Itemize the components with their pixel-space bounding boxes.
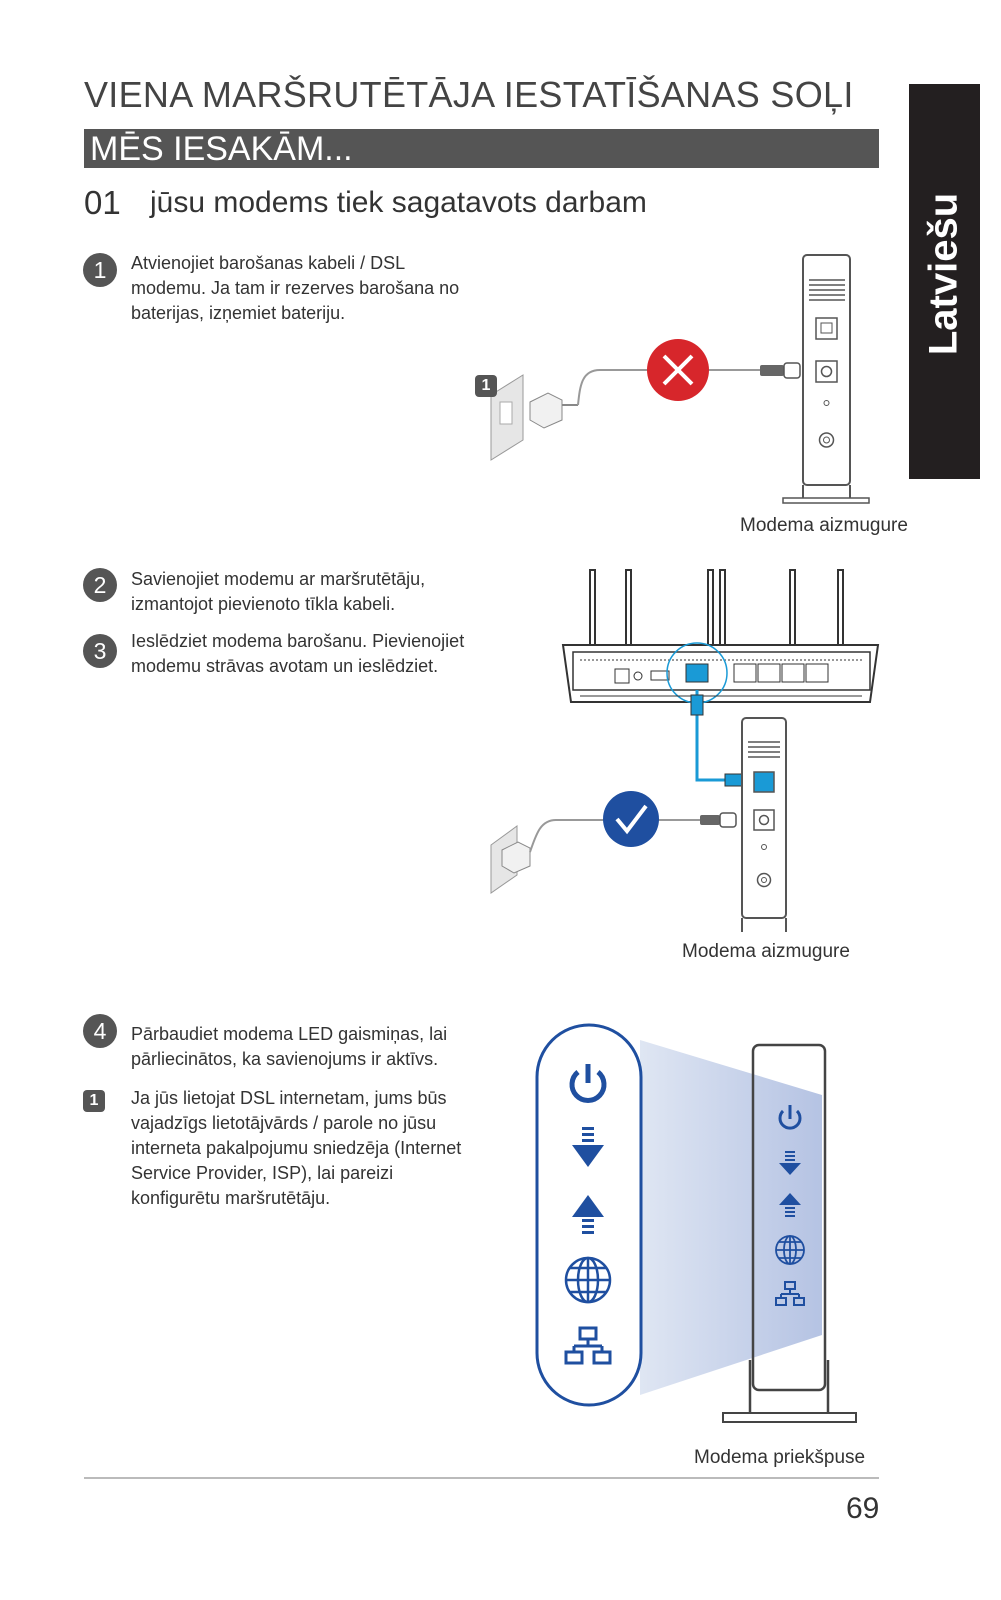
modem-front-icon [722,1043,857,1423]
step-4-number: 4 [83,1014,117,1048]
router-back-icon [561,642,880,704]
step-3-number: 3 [83,634,117,668]
lan-led-small-icon [775,1281,805,1306]
footer-divider [84,1477,879,1479]
disconnect-cross-icon [647,339,709,401]
internet-led-icon [564,1256,612,1304]
lan-led-icon [564,1326,612,1365]
figure-3-caption: Modema priekšpuse [694,1447,866,1468]
note-text: Ja jūs lietojat DSL internetam, jums būs… [131,1088,462,1208]
power-led-small-icon [778,1105,802,1130]
page-number: 69 [846,1492,880,1525]
section-number: 01 [84,184,121,221]
wall-outlet-icon [490,374,524,461]
step-4-text: Pārbaudiet modema LED gaismiņas, lai pār… [131,1024,448,1069]
step-2-text: Savienojiet modemu ar maršrutētāju, izma… [131,569,426,614]
power-adapter-icon [529,392,578,429]
power-led-icon [569,1064,607,1103]
step-1-text: Atvienojiet barošanas kabeli / DSL modem… [131,253,460,323]
modem-back-icon [741,717,787,932]
step-3-text: Ieslēdziet modema barošanu. Pievienojiet… [131,631,465,676]
internet-led-small-icon [775,1235,805,1265]
step-1-number: 1 [83,253,117,287]
language-tab: Latviešu [909,84,980,479]
section-banner: MĒS IESAKĀM... [84,129,879,168]
figure-1-badge: 1 [475,375,497,397]
upstream-led-icon [572,1195,604,1234]
figure-2-caption: Modema aizmugure [682,941,850,962]
section-title: jūsu modems tiek sagatavots darbam [150,186,647,219]
downstream-led-small-icon [779,1151,801,1175]
note-badge: 1 [83,1090,105,1112]
figure-1-caption: Modema aizmugure [740,515,908,536]
step-2-number: 2 [83,568,117,602]
upstream-led-small-icon [779,1193,801,1217]
downstream-led-icon [572,1127,604,1167]
modem-back-icon [782,254,870,504]
page-title: VIENA MARŠRUTĒTĀJA IESTATĪŠANAS SOĻI [84,74,854,115]
connected-check-icon [603,791,659,847]
